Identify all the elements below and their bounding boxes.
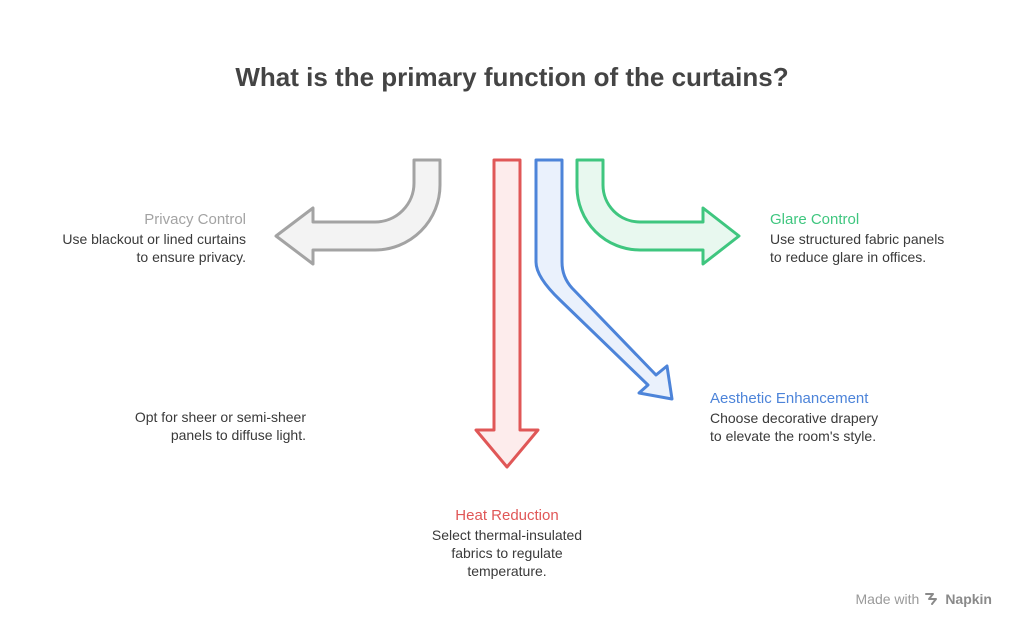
napkin-logo-icon [925,593,938,605]
aesthetic-enhancement-heading: Aesthetic Enhancement [710,390,869,407]
made-with-label: Made with [855,591,920,607]
diffuse-light-block: Opt for sheer or semi-sheer panels to di… [60,408,306,444]
diffuse-light-line-1: Opt for sheer or semi-sheer [134,409,306,425]
aesthetic-enhancement-line-1: Choose decorative drapery [710,410,879,426]
heat-reduction-line-2: fabrics to regulate [451,545,563,561]
glare-arrow [575,158,741,266]
privacy-control-block: Privacy Control Use blackout or lined cu… [30,210,246,266]
made-with-napkin-badge[interactable]: Made with Napkin [856,591,993,607]
glare-control-line-1: Use structured fabric panels [770,231,945,247]
heat-reduction-heading: Heat Reduction [455,507,559,524]
glare-control-heading: Glare Control [770,211,860,228]
privacy-control-line-2: to ensure privacy. [136,249,246,265]
heat-reduction-line-1: Select thermal-insulated [431,527,583,543]
aesthetic-arrow [534,158,674,401]
privacy-arrow [274,158,442,266]
heat-reduction-line-3: temperature. [467,563,547,579]
heat-arrow [474,158,540,469]
heat-reduction-block: Heat Reduction Select thermal-insulated … [400,506,614,580]
glare-control-line-2: to reduce glare in offices. [770,249,927,265]
diffuse-light-line-2: panels to diffuse light. [170,427,306,443]
aesthetic-enhancement-block: Aesthetic Enhancement Choose decorative … [710,389,960,445]
napkin-brand-name: Napkin [945,591,992,607]
privacy-control-heading: Privacy Control [144,211,246,228]
glare-control-block: Glare Control Use structured fabric pane… [770,210,1000,266]
aesthetic-enhancement-line-2: to elevate the room's style. [710,428,877,444]
diagram-title: What is the primary function of the curt… [235,62,789,92]
privacy-control-line-1: Use blackout or lined curtains [62,231,246,247]
